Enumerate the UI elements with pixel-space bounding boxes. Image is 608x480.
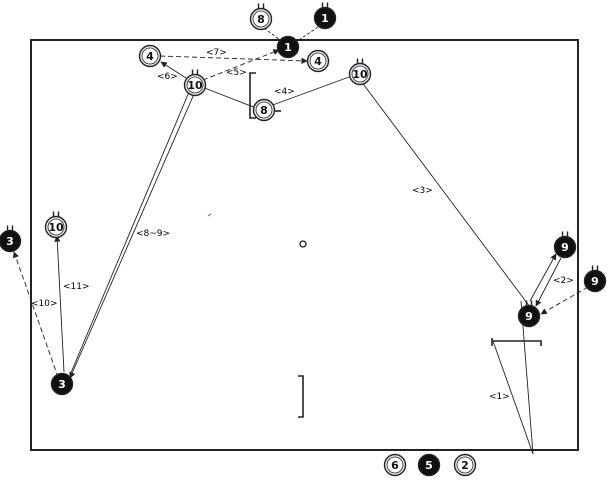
- seq-label-7: <7>: [206, 48, 227, 58]
- path-5: [202, 49, 280, 81]
- path-8-9a: [69, 91, 190, 376]
- player-token-inner: [456, 456, 474, 474]
- path-2: [535, 257, 562, 307]
- path-4: [269, 76, 350, 107]
- player-number: 9: [525, 310, 533, 323]
- center-mark: [299, 240, 307, 248]
- player-white-2: 2: [453, 453, 477, 477]
- player-black-9: 9: [583, 265, 607, 293]
- seq-label-2: <2>: [553, 276, 574, 286]
- player-white-10: 10: [44, 211, 68, 239]
- path-7: [159, 55, 308, 64]
- path-11: [54, 235, 65, 373]
- player-number: 10: [352, 68, 368, 81]
- player-white-10: 10: [348, 58, 372, 86]
- player-white-10: 10: [183, 69, 207, 97]
- player-number: 8: [257, 13, 265, 26]
- seq-label-5: <5>: [226, 68, 247, 78]
- player-number: 4: [146, 50, 154, 63]
- player-token-inner: [309, 52, 327, 70]
- player-token-inner: [47, 218, 65, 236]
- player-token: [583, 269, 607, 293]
- path-6: [160, 61, 187, 79]
- player-token-inner: [252, 10, 270, 28]
- path-1a: [520, 300, 534, 455]
- path-8-dash: [263, 27, 281, 41]
- player-token: [313, 6, 337, 30]
- player-token: [0, 229, 22, 253]
- player-white-4: 4: [306, 49, 330, 73]
- path-1-dash: [295, 26, 319, 43]
- seq-label-3: <3>: [412, 186, 433, 196]
- player-token: [417, 453, 441, 477]
- player-number: 9: [591, 275, 599, 288]
- player-token-inner: [141, 47, 159, 65]
- screen-bracket-bottom: [298, 375, 304, 418]
- path-1b: [492, 340, 534, 455]
- player-number: 5: [425, 459, 433, 472]
- player-number: 2: [461, 459, 469, 472]
- player-white-8: 8: [249, 3, 273, 31]
- player-black-1: 1: [276, 35, 300, 59]
- player-number: 10: [187, 79, 203, 92]
- screen-bracket-top: [249, 72, 256, 119]
- player-number: 1: [321, 12, 329, 25]
- player-number: 6: [391, 459, 399, 472]
- seq-label-6: <6>: [157, 72, 178, 82]
- player-black-3: 3: [50, 372, 74, 396]
- seq-label-4: <4>: [274, 87, 295, 97]
- player-black-3: 3: [0, 225, 22, 253]
- player-token: [553, 235, 577, 259]
- path-8-9b: [69, 93, 195, 379]
- player-token-inner: [386, 456, 404, 474]
- player-token: [517, 304, 541, 328]
- path-9-pass: [540, 286, 589, 315]
- player-number: 10: [48, 221, 64, 234]
- player-number: 3: [6, 235, 14, 248]
- player-number: 3: [58, 378, 66, 391]
- path-4b: [201, 86, 257, 109]
- player-token: [50, 372, 74, 396]
- stray-tick: [207, 213, 212, 217]
- court-boundary: [30, 39, 579, 451]
- player-token: [276, 35, 300, 59]
- seq-label-8-9: <8~9>: [136, 229, 170, 239]
- player-black-9: 9: [553, 231, 577, 259]
- seq-label-10: <10>: [31, 299, 58, 309]
- player-number: 4: [314, 55, 322, 68]
- player-black-9: 9: [517, 300, 541, 328]
- player-white-6: 6: [383, 453, 407, 477]
- path-3: [360, 80, 531, 308]
- seq-label-1: <1>: [489, 392, 510, 402]
- path-2b: [529, 253, 557, 302]
- player-number: 8: [260, 104, 268, 117]
- player-token-inner: [351, 65, 369, 83]
- player-number: 9: [561, 241, 569, 254]
- screen-line-right: [492, 340, 542, 346]
- player-black-1: 1: [313, 2, 337, 30]
- seq-label-11: <11>: [63, 282, 90, 292]
- player-white-8: 8: [252, 98, 276, 122]
- player-black-5: 5: [417, 453, 441, 477]
- player-white-4: 4: [138, 44, 162, 68]
- player-token-inner: [255, 101, 273, 119]
- player-number: 1: [284, 41, 292, 54]
- player-token-inner: [186, 76, 204, 94]
- path-10: [12, 251, 59, 378]
